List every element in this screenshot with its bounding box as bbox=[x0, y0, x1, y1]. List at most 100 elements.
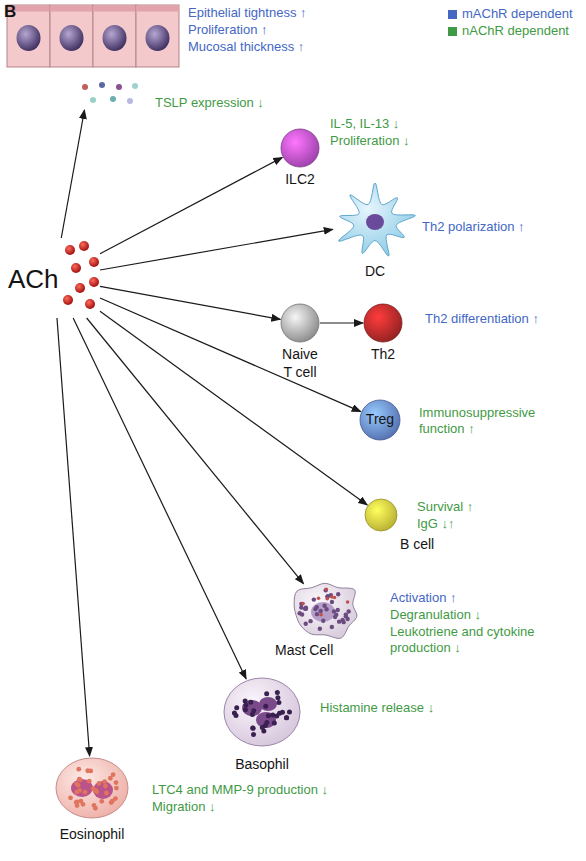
dendritic-cell-body bbox=[339, 183, 416, 256]
cell-apex bbox=[51, 6, 93, 12]
cell-label: Mast Cell bbox=[275, 642, 333, 660]
granule bbox=[264, 720, 269, 725]
granule bbox=[250, 725, 255, 730]
epithelial-cell bbox=[136, 5, 179, 67]
cell-illustration bbox=[54, 756, 130, 820]
granule bbox=[344, 612, 348, 616]
granule bbox=[99, 799, 104, 804]
granule bbox=[284, 715, 289, 720]
granule bbox=[77, 777, 82, 782]
granule bbox=[275, 695, 280, 700]
nucleus-lobe bbox=[256, 712, 276, 728]
cell-body bbox=[364, 304, 402, 342]
ach-label: ACh bbox=[8, 263, 59, 296]
granule bbox=[303, 606, 307, 610]
effect-text: Proliferation ↑ bbox=[188, 22, 267, 38]
granule bbox=[92, 803, 97, 808]
cell-illustration bbox=[287, 578, 363, 642]
cell-body bbox=[365, 499, 397, 531]
effect-arrow bbox=[100, 286, 280, 319]
cell-illustration bbox=[364, 498, 398, 532]
effect-arrow bbox=[57, 318, 90, 756]
panel-letter: B bbox=[4, 1, 16, 22]
effect-text: Survival ↑ bbox=[417, 499, 473, 515]
epithelial-cell bbox=[93, 5, 136, 67]
granule bbox=[76, 783, 81, 788]
granule bbox=[251, 726, 256, 731]
granule bbox=[114, 786, 119, 791]
nucleus bbox=[146, 25, 170, 51]
cell-label: DC bbox=[355, 263, 395, 281]
tslp-dot bbox=[90, 97, 96, 103]
ach-molecule bbox=[75, 283, 85, 293]
granule bbox=[319, 613, 323, 617]
mast-cell: Mast CellActivation ↑Degranulation ↓Leuk… bbox=[287, 578, 363, 642]
granule bbox=[251, 732, 256, 737]
ach-molecule bbox=[71, 263, 81, 273]
cell-label: Treg bbox=[349, 411, 411, 429]
granule bbox=[284, 715, 289, 720]
mast-cell-body bbox=[294, 583, 357, 638]
granule bbox=[233, 713, 238, 718]
granule bbox=[346, 600, 350, 604]
cell-body bbox=[281, 304, 319, 342]
effect-text: Th2 polarization ↑ bbox=[422, 219, 525, 235]
ach-molecule bbox=[65, 245, 75, 255]
tslp-dot bbox=[132, 83, 138, 89]
granule bbox=[322, 604, 326, 608]
naive-t-cell: Naive T cell bbox=[280, 303, 320, 343]
granule bbox=[243, 703, 248, 708]
nucleus bbox=[17, 25, 41, 51]
granule bbox=[102, 779, 107, 784]
granule bbox=[330, 625, 334, 629]
ach-molecule bbox=[89, 257, 99, 267]
effect-text: Activation ↑ bbox=[390, 590, 456, 606]
tslp-dot bbox=[82, 84, 88, 90]
cell-body bbox=[281, 129, 319, 167]
granule bbox=[248, 700, 253, 705]
granule bbox=[276, 700, 281, 705]
nucleus bbox=[311, 602, 335, 622]
granule bbox=[308, 619, 312, 623]
granule bbox=[264, 691, 269, 696]
granule bbox=[312, 597, 316, 601]
ach-molecule bbox=[63, 295, 73, 305]
cell-illustration bbox=[332, 183, 418, 261]
cell-illustration bbox=[222, 676, 302, 748]
effect-arrow bbox=[100, 229, 333, 270]
cell-illustration bbox=[280, 303, 320, 343]
granule bbox=[333, 615, 337, 619]
effect-text: Histamine release ↓ bbox=[320, 700, 434, 716]
epithelial-cell bbox=[50, 5, 93, 67]
granule bbox=[300, 612, 304, 616]
legend-swatch bbox=[448, 27, 457, 36]
effect-arrow bbox=[100, 157, 282, 253]
granule bbox=[78, 777, 83, 782]
granule bbox=[324, 588, 328, 592]
dendritic-cell: DCTh2 polarization ↑ bbox=[332, 183, 418, 261]
granule bbox=[315, 612, 319, 616]
tslp-dot bbox=[127, 98, 133, 104]
granule bbox=[304, 622, 308, 626]
effect-text: IL-5, IL-13 ↓ bbox=[330, 116, 399, 132]
granule bbox=[318, 626, 322, 630]
granule bbox=[332, 609, 336, 613]
granule bbox=[266, 713, 271, 718]
legend-swatch bbox=[448, 10, 457, 19]
cell-illustration bbox=[280, 128, 320, 168]
granule bbox=[260, 725, 265, 730]
effect-arrow bbox=[73, 318, 246, 679]
granule bbox=[85, 768, 90, 773]
granule bbox=[81, 802, 86, 807]
ach-molecule bbox=[79, 241, 89, 251]
granule bbox=[341, 620, 345, 624]
cell-illustration bbox=[5, 5, 183, 110]
granule bbox=[318, 609, 322, 613]
epithelium: Epithelial tightness ↑Proliferation ↑Muc… bbox=[5, 5, 183, 110]
granule bbox=[345, 617, 349, 621]
basophil-body bbox=[224, 678, 300, 746]
nucleus-lobe bbox=[71, 779, 93, 797]
nucleus bbox=[60, 25, 84, 51]
